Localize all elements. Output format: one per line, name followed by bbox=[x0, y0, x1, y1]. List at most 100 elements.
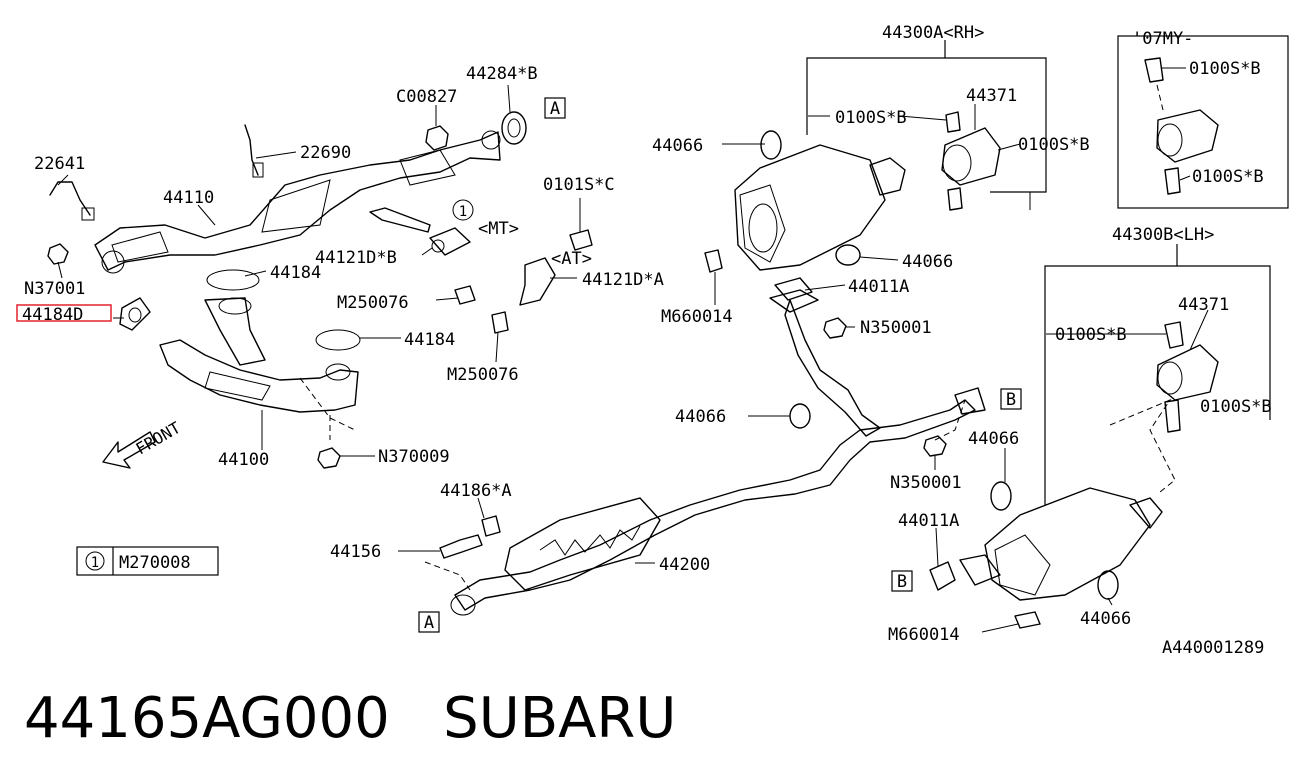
callout-0100SB-lh2: 0100S*B bbox=[1200, 397, 1272, 417]
callout-44184D: 44184D bbox=[22, 305, 83, 325]
callout-N370009: N370009 bbox=[378, 447, 450, 467]
callout-44284B: 44284*B bbox=[466, 64, 538, 84]
callout-M250076-b: M250076 bbox=[447, 365, 519, 385]
callout-44110: 44110 bbox=[163, 188, 214, 208]
bracket-44121DA bbox=[519, 229, 593, 306]
callout-44066-b: 44066 bbox=[902, 252, 953, 272]
bolt-bracket-44121DB bbox=[369, 207, 471, 256]
callout-0100SB-my1: 0100S*B bbox=[1189, 59, 1261, 79]
bolt-M660014-rh bbox=[704, 249, 723, 273]
group-label-lh: 44300B<LH> bbox=[1112, 225, 1214, 245]
callout-N350001-b: N350001 bbox=[890, 473, 962, 493]
ref-box-b-right-letter: B bbox=[1006, 390, 1016, 410]
callout-44184-top: 44184 bbox=[270, 263, 321, 283]
dash-line bbox=[424, 561, 471, 591]
o2-sensor-22690 bbox=[244, 124, 264, 178]
ref-box-b-lower-letter: B bbox=[897, 572, 907, 592]
callout-M250076-a: M250076 bbox=[337, 293, 409, 313]
callout-M660014-b: M660014 bbox=[888, 625, 960, 645]
part-number: 44165AG000 bbox=[24, 686, 390, 751]
callout-44066-e: 44066 bbox=[1080, 609, 1131, 629]
callout-44371-lh: 44371 bbox=[1178, 295, 1229, 315]
callout-M660014-a: M660014 bbox=[661, 307, 733, 327]
brand-name: SUBARU bbox=[443, 686, 677, 751]
exhaust-system-parts-diagram: 1 FRONT 1 M270008 bbox=[16, 23, 1289, 658]
dash-line bbox=[934, 399, 966, 441]
highlight-44184D bbox=[16, 304, 112, 322]
callout-0100SB-rh1: 0100S*B bbox=[835, 108, 907, 128]
callout-22641: 22641 bbox=[34, 154, 85, 174]
leader-lines bbox=[57, 67, 1271, 633]
lh-hanger-44371 bbox=[1156, 321, 1219, 433]
y-pipe-44100 bbox=[159, 269, 361, 413]
legend-code: M270008 bbox=[119, 553, 191, 573]
callout-C00827: C00827 bbox=[396, 87, 457, 107]
ref-circle-1 bbox=[452, 199, 474, 221]
hanger-44066-top bbox=[760, 130, 782, 160]
bolt-M250076 bbox=[454, 285, 509, 334]
ref-box-a-top-letter: A bbox=[550, 99, 560, 119]
part-caption: 44165AG000 SUBARU bbox=[24, 684, 676, 754]
dash-line bbox=[1156, 84, 1164, 111]
callout-0100SB-lh1: 0100S*B bbox=[1055, 325, 1127, 345]
callout-mt: <MT> bbox=[478, 219, 519, 239]
bolt-44156-44186A bbox=[439, 515, 501, 559]
lh-muffler-44300B bbox=[959, 487, 1163, 601]
dash-line bbox=[299, 377, 356, 431]
ref-box-b-right bbox=[1000, 388, 1022, 410]
callout-N37001: N37001 bbox=[24, 279, 85, 299]
hanger-44066-lh-upper bbox=[990, 481, 1012, 511]
nut-N370009 bbox=[317, 447, 341, 469]
nut-N37001 bbox=[47, 243, 69, 265]
gasket-44184D bbox=[119, 297, 151, 331]
gasket-44284 bbox=[501, 111, 527, 145]
rh-group-bracket bbox=[806, 57, 1047, 193]
callout-0100SB-my2: 0100S*B bbox=[1192, 167, 1264, 187]
my07-group-box bbox=[1117, 35, 1289, 209]
callout-N350001-a: N350001 bbox=[860, 318, 932, 338]
callout-44011A-b: 44011A bbox=[898, 511, 959, 531]
callout-44066-a: 44066 bbox=[652, 136, 703, 156]
nut-N350001-rh bbox=[823, 317, 847, 339]
hanger-44066-rh bbox=[835, 244, 861, 266]
legend-symbol: 1 bbox=[91, 555, 99, 571]
ref-circle-1-number: 1 bbox=[459, 204, 467, 220]
callout-44200: 44200 bbox=[659, 555, 710, 575]
group-label-rh: 44300A<RH> bbox=[882, 23, 984, 43]
rh-hanger-44371 bbox=[941, 111, 1001, 211]
callout-22690: 22690 bbox=[300, 143, 351, 163]
my07-hanger bbox=[1144, 57, 1219, 195]
group-label-07my: '07MY- bbox=[1132, 29, 1193, 49]
callout-44066-c: 44066 bbox=[675, 407, 726, 427]
lh-group-bracket bbox=[1044, 265, 1271, 505]
dash-line bbox=[1109, 398, 1176, 493]
callout-44066-d: 44066 bbox=[968, 429, 1019, 449]
nut-C00827 bbox=[425, 125, 449, 151]
rh-muffler-44300A bbox=[734, 144, 906, 271]
ref-box-a-bottom-letter: A bbox=[424, 613, 434, 633]
nut-N350001-lh bbox=[923, 435, 947, 457]
ref-box-a-bottom bbox=[418, 611, 440, 633]
callout-44186A: 44186*A bbox=[440, 481, 512, 501]
diagram-ref-number: A440001289 bbox=[1162, 638, 1264, 658]
ref-box-a-top bbox=[544, 97, 566, 119]
center-pipe-44200 bbox=[450, 387, 986, 616]
gasket-44011A-rh bbox=[774, 277, 813, 301]
callout-44121DB: 44121D*B bbox=[315, 248, 397, 268]
rh-pipe-segment bbox=[769, 289, 881, 437]
callout-44156: 44156 bbox=[330, 542, 381, 562]
bolt-M660014-lh bbox=[1014, 611, 1041, 629]
callout-44100: 44100 bbox=[218, 450, 269, 470]
callout-44011A-a: 44011A bbox=[848, 277, 909, 297]
front-exhaust-pipe-44110 bbox=[94, 130, 501, 274]
o2-sensor-22641 bbox=[49, 181, 95, 221]
callout-0100SB-rh2: 0100S*B bbox=[1018, 135, 1090, 155]
callout-0101SC: 0101S*C bbox=[543, 175, 615, 195]
callout-at: <AT> bbox=[551, 249, 592, 269]
hanger-44066-lh-lower bbox=[1097, 570, 1119, 600]
front-direction-arrow bbox=[102, 431, 156, 469]
legend-box bbox=[76, 546, 219, 576]
callout-44184-mid: 44184 bbox=[404, 330, 455, 350]
ref-box-b-lower bbox=[891, 570, 913, 592]
callout-44371-rh: 44371 bbox=[966, 86, 1017, 106]
